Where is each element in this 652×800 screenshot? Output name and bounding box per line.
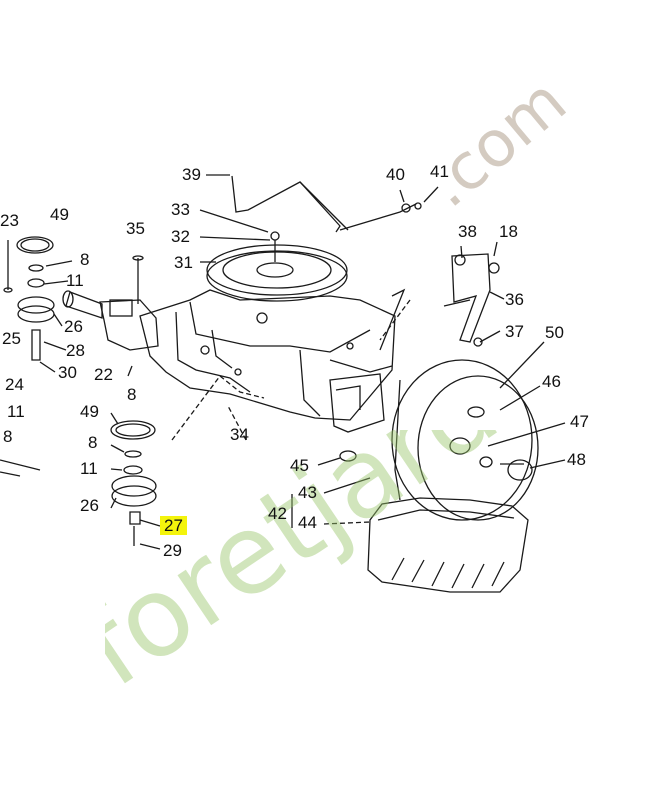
label-8-lower: 8 xyxy=(88,433,98,452)
label-38: 38 xyxy=(458,222,477,241)
label-36: 36 xyxy=(505,290,524,309)
label-35: 35 xyxy=(126,219,145,238)
label-33: 33 xyxy=(171,200,190,219)
label-8-mid: 8 xyxy=(127,385,137,404)
label-31: 31 xyxy=(174,253,193,272)
label-11-lower: 11 xyxy=(80,459,98,478)
label-44: 44 xyxy=(298,513,317,532)
label-46: 46 xyxy=(542,372,561,391)
label-8-left: 8 xyxy=(3,427,13,446)
label-25: 25 xyxy=(2,329,21,348)
label-45: 45 xyxy=(290,456,309,475)
label-37: 37 xyxy=(505,322,524,341)
label-26-top: 26 xyxy=(64,317,83,336)
label-30: 30 xyxy=(58,363,77,382)
label-34: 34 xyxy=(230,425,249,444)
label-50: 50 xyxy=(545,323,564,342)
label-49-lower: 49 xyxy=(80,402,99,421)
label-29: 29 xyxy=(163,541,182,560)
label-18: 18 xyxy=(499,222,518,241)
label-23: 23 xyxy=(0,211,19,230)
label-43: 43 xyxy=(298,483,317,502)
label-47: 47 xyxy=(570,412,589,431)
label-41: 41 xyxy=(430,162,449,181)
label-39: 39 xyxy=(182,165,201,184)
shift-rod-39 xyxy=(231,175,341,233)
label-22: 22 xyxy=(94,365,113,384)
label-32: 32 xyxy=(171,227,190,246)
wheel-rim-50 xyxy=(391,359,533,521)
drive-pulley-31 xyxy=(206,244,348,296)
label-48: 48 xyxy=(567,450,586,469)
label-49-top: 49 xyxy=(50,205,69,224)
label-11-top: 11 xyxy=(66,271,84,290)
label-26-lower: 26 xyxy=(80,496,99,515)
transaxle-housing xyxy=(139,289,396,421)
label-8-top: 8 xyxy=(80,250,90,269)
label-11-left: 11 xyxy=(7,402,25,421)
label-42: 42 xyxy=(268,504,287,523)
tire-44 xyxy=(367,497,529,593)
label-28: 28 xyxy=(66,341,85,360)
label-27-highlighted: 27 xyxy=(160,516,187,535)
label-24: 24 xyxy=(5,375,24,394)
label-40: 40 xyxy=(386,165,405,184)
